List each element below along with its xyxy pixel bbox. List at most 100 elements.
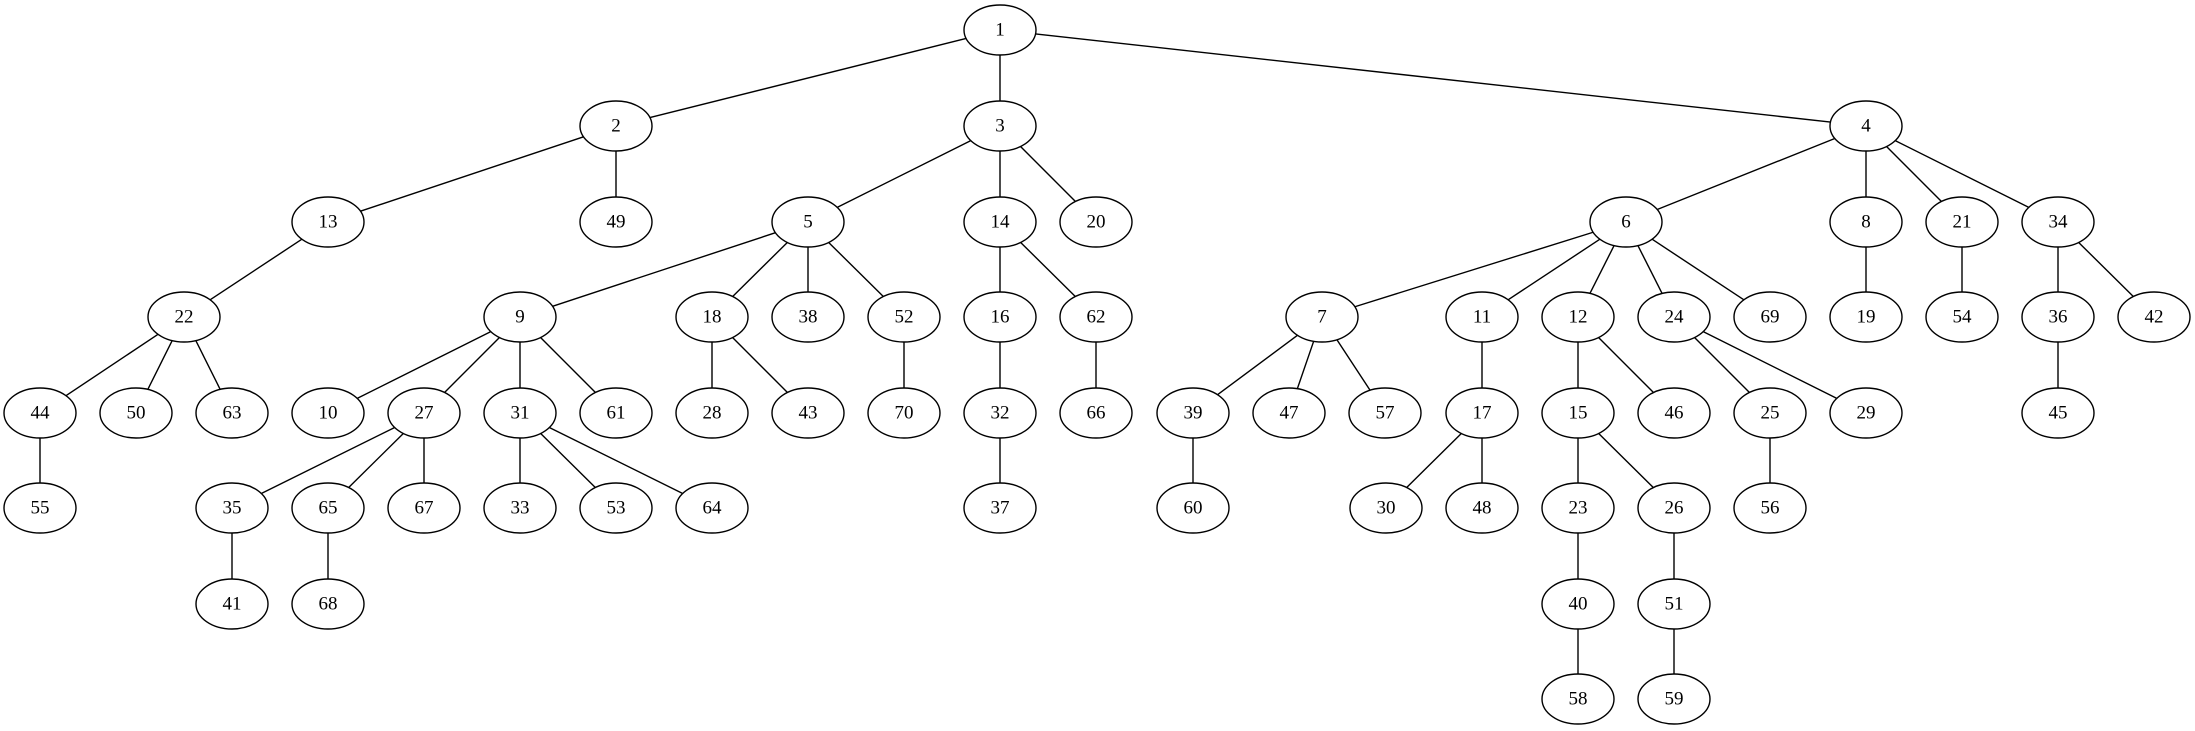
node-label: 38 [799, 307, 818, 328]
node-label: 37 [991, 498, 1010, 519]
node-ellipse [1541, 673, 1615, 725]
edge-9-27 [444, 337, 500, 393]
edge-4-6 [1656, 137, 1836, 211]
node-ellipse [387, 387, 461, 439]
tree-node-45: 45 [2021, 387, 2095, 439]
edge-6-7 [1354, 231, 1594, 308]
tree-node-27: 27 [387, 387, 461, 439]
node-label: 26 [1665, 498, 1684, 519]
node-label: 55 [31, 498, 50, 519]
node-ellipse [1733, 291, 1807, 343]
node-ellipse [1829, 387, 1903, 439]
node-ellipse [195, 387, 269, 439]
node-label: 24 [1665, 307, 1685, 328]
node-label: 20 [1087, 212, 1106, 233]
node-ellipse [2117, 291, 2191, 343]
tree-node-15: 15 [1541, 387, 1615, 439]
node-ellipse [963, 4, 1037, 56]
node-label: 39 [1184, 403, 1203, 424]
node-label: 16 [991, 307, 1010, 328]
node-ellipse [2021, 291, 2095, 343]
node-label: 48 [1473, 498, 1492, 519]
node-label: 59 [1665, 689, 1684, 710]
node-ellipse [1156, 387, 1230, 439]
edge-4-34 [1894, 139, 2030, 209]
tree-node-54: 54 [1925, 291, 1999, 343]
tree-node-59: 59 [1637, 673, 1711, 725]
node-label: 63 [223, 403, 242, 424]
edge-24-25 [1694, 337, 1750, 393]
node-ellipse [1829, 100, 1903, 152]
tree-node-30: 30 [1349, 482, 1423, 534]
edge-6-12 [1589, 245, 1615, 294]
tree-node-37: 37 [963, 482, 1037, 534]
node-ellipse [1059, 387, 1133, 439]
tree-node-1: 1 [963, 4, 1037, 56]
node-label: 46 [1665, 403, 1684, 424]
node-ellipse [1348, 387, 1422, 439]
edge-5-18 [732, 241, 788, 298]
edge-9-10 [356, 330, 492, 400]
edge-6-69 [1651, 238, 1745, 301]
node-ellipse [963, 387, 1037, 439]
node-ellipse [483, 387, 557, 439]
node-label: 7 [1317, 307, 1327, 328]
edge-3-20 [1020, 146, 1076, 202]
node-ellipse [1829, 196, 1903, 248]
tree-node-19: 19 [1829, 291, 1903, 343]
node-ellipse [483, 291, 557, 343]
node-ellipse [579, 387, 653, 439]
tree-node-31: 31 [483, 387, 557, 439]
tree-node-26: 26 [1637, 482, 1711, 534]
node-label: 43 [799, 403, 818, 424]
node-label: 1 [995, 20, 1005, 41]
node-label: 56 [1761, 498, 1780, 519]
node-ellipse [291, 387, 365, 439]
node-ellipse [1637, 291, 1711, 343]
edge-1-4 [1035, 33, 1831, 123]
tree-node-36: 36 [2021, 291, 2095, 343]
edge-17-30 [1406, 432, 1462, 489]
edge-12-46 [1598, 337, 1654, 393]
node-ellipse [147, 291, 221, 343]
edge-34-42 [2078, 241, 2134, 298]
node-ellipse [963, 291, 1037, 343]
node-ellipse [1637, 482, 1711, 534]
node-ellipse [963, 196, 1037, 248]
edge-27-65 [348, 432, 404, 489]
tree-node-64: 64 [675, 482, 749, 534]
tree-node-22: 22 [147, 291, 221, 343]
tree-node-67: 67 [387, 482, 461, 534]
node-ellipse [675, 387, 749, 439]
node-label: 54 [1953, 307, 1973, 328]
edge-31-53 [540, 432, 596, 489]
node-ellipse [1252, 387, 1326, 439]
tree-node-63: 63 [195, 387, 269, 439]
tree-node-57: 57 [1348, 387, 1422, 439]
node-ellipse [195, 482, 269, 534]
node-label: 36 [2049, 307, 2068, 328]
tree-node-13: 13 [291, 196, 365, 248]
tree-node-33: 33 [483, 482, 557, 534]
node-label: 3 [995, 116, 1005, 137]
node-ellipse [1349, 482, 1423, 534]
node-label: 27 [415, 403, 434, 424]
tree-node-58: 58 [1541, 673, 1615, 725]
node-ellipse [963, 100, 1037, 152]
tree-node-55: 55 [3, 482, 77, 534]
tree-node-42: 42 [2117, 291, 2191, 343]
node-label: 44 [31, 403, 51, 424]
tree-node-49: 49 [579, 196, 653, 248]
node-label: 57 [1376, 403, 1395, 424]
tree-node-70: 70 [867, 387, 941, 439]
node-label: 8 [1861, 212, 1871, 233]
node-label: 10 [319, 403, 338, 424]
node-label: 41 [223, 594, 242, 615]
node-ellipse [579, 196, 653, 248]
tree-node-5: 5 [771, 196, 845, 248]
node-ellipse [771, 196, 845, 248]
node-label: 14 [991, 212, 1011, 233]
edge-31-64 [549, 426, 683, 495]
